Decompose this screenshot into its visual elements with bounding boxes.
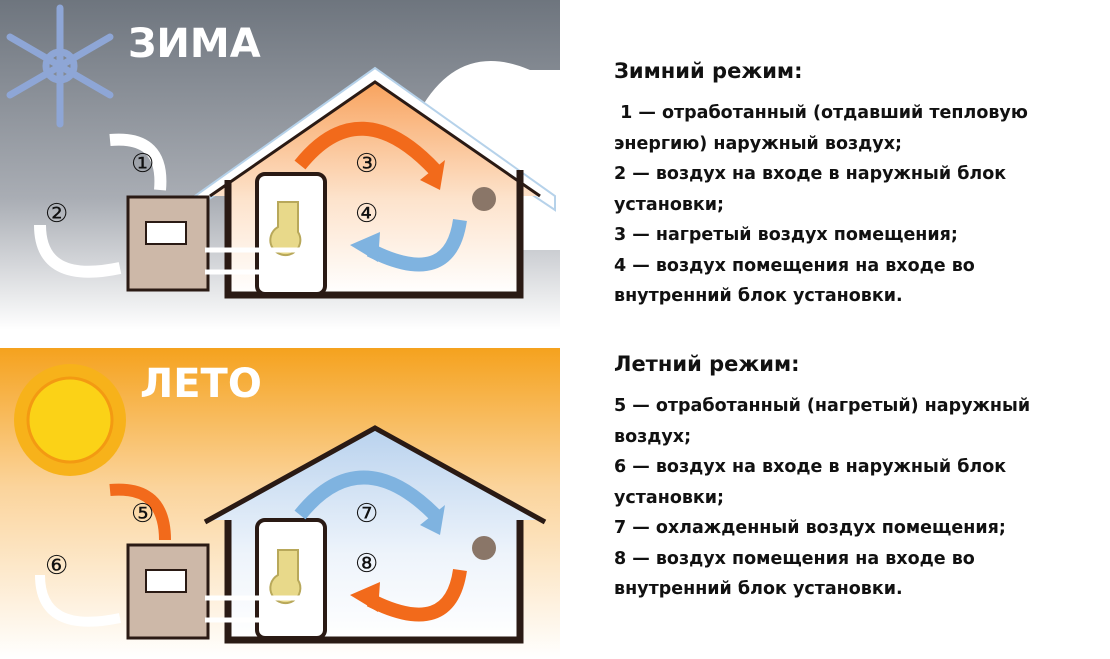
- house-walls: [224, 170, 524, 299]
- legend-line: 1 — отработанный (отдавший тепловую: [614, 103, 1028, 123]
- arrow-7-cool: [294, 470, 440, 520]
- arrow-2: [34, 224, 122, 278]
- marker-4: ④: [355, 199, 378, 229]
- marker-3: ③: [355, 149, 378, 179]
- arrow-3-head: [420, 160, 445, 190]
- summer-legend: Летний режим: 5 — отработанный (нагретый…: [614, 351, 1104, 605]
- refrigerant-pipes: [205, 247, 300, 275]
- legend-line: 7 — охлажденный воздух помещения;: [614, 518, 1006, 538]
- arrow-3-hot: [294, 121, 441, 175]
- roof-line: [209, 80, 541, 198]
- legend-line: воздух;: [614, 426, 692, 447]
- marker-7: ⑦: [355, 499, 378, 529]
- wall-vent: [472, 536, 496, 560]
- arrow-4-cool: [366, 218, 467, 272]
- arrow-4-head: [350, 232, 380, 262]
- marker-6: ⑥: [45, 551, 68, 581]
- winter-panel: ЗИМА ① ② ③ ④: [0, 0, 560, 330]
- legend-line: внутренний блок установки.: [614, 286, 903, 306]
- marker-2: ②: [45, 199, 68, 229]
- house-walls: [224, 520, 524, 644]
- snowflake-icon: [6, 4, 114, 128]
- legend-line: внутренний блок установки.: [614, 579, 903, 599]
- arrow-1: [109, 133, 167, 191]
- roof-line: [203, 425, 547, 525]
- summer-label: ЛЕТО: [140, 361, 262, 407]
- legend-line: 6 — воздух на входе в наружный блок: [614, 457, 1007, 477]
- wall-vent: [472, 187, 496, 211]
- arrow-7-head: [420, 505, 445, 535]
- legend-line: энергию) наружный воздух;: [614, 133, 902, 154]
- legend-line: 2 — воздух на входе в наружный блок: [614, 164, 1007, 184]
- fan-icon: [269, 549, 302, 605]
- marker-8: ⑧: [355, 549, 378, 579]
- summer-legend-title: Летний режим:: [614, 352, 800, 376]
- illustration: ЗИМА ① ② ③ ④ ЛЕТО: [0, 0, 560, 659]
- refrigerant-pipes: [205, 595, 300, 623]
- arrow-8-hot: [366, 568, 467, 622]
- summer-panel: ЛЕТО ⑤ ⑥ ⑦ ⑧: [0, 348, 560, 659]
- legend-line: 5 — отработанный (нагретый) наружный: [614, 396, 1031, 416]
- legend-line: установки;: [614, 194, 725, 215]
- arrow-8-head: [350, 582, 380, 612]
- legend-line: 8 — воздух помещения на входе во: [614, 548, 975, 569]
- winter-legend: Зимний режим: 1 — отработанный (отдавший…: [614, 58, 1104, 312]
- winter-legend-title: Зимний режим:: [614, 59, 803, 83]
- marker-1: ①: [131, 149, 154, 179]
- fan-icon: [269, 201, 302, 257]
- arrow-5: [109, 483, 171, 541]
- legend-line: 4 — воздух помещения на входе во: [614, 255, 975, 276]
- legend-line: 3 — нагретый воздух помещения;: [614, 225, 958, 245]
- legend-line: установки;: [614, 487, 725, 508]
- arrow-6: [35, 574, 122, 627]
- winter-label: ЗИМА: [128, 21, 261, 67]
- outdoor-panel: [145, 221, 187, 245]
- marker-5: ⑤: [131, 499, 154, 529]
- sun-icon: [14, 364, 126, 476]
- outdoor-panel: [145, 569, 187, 593]
